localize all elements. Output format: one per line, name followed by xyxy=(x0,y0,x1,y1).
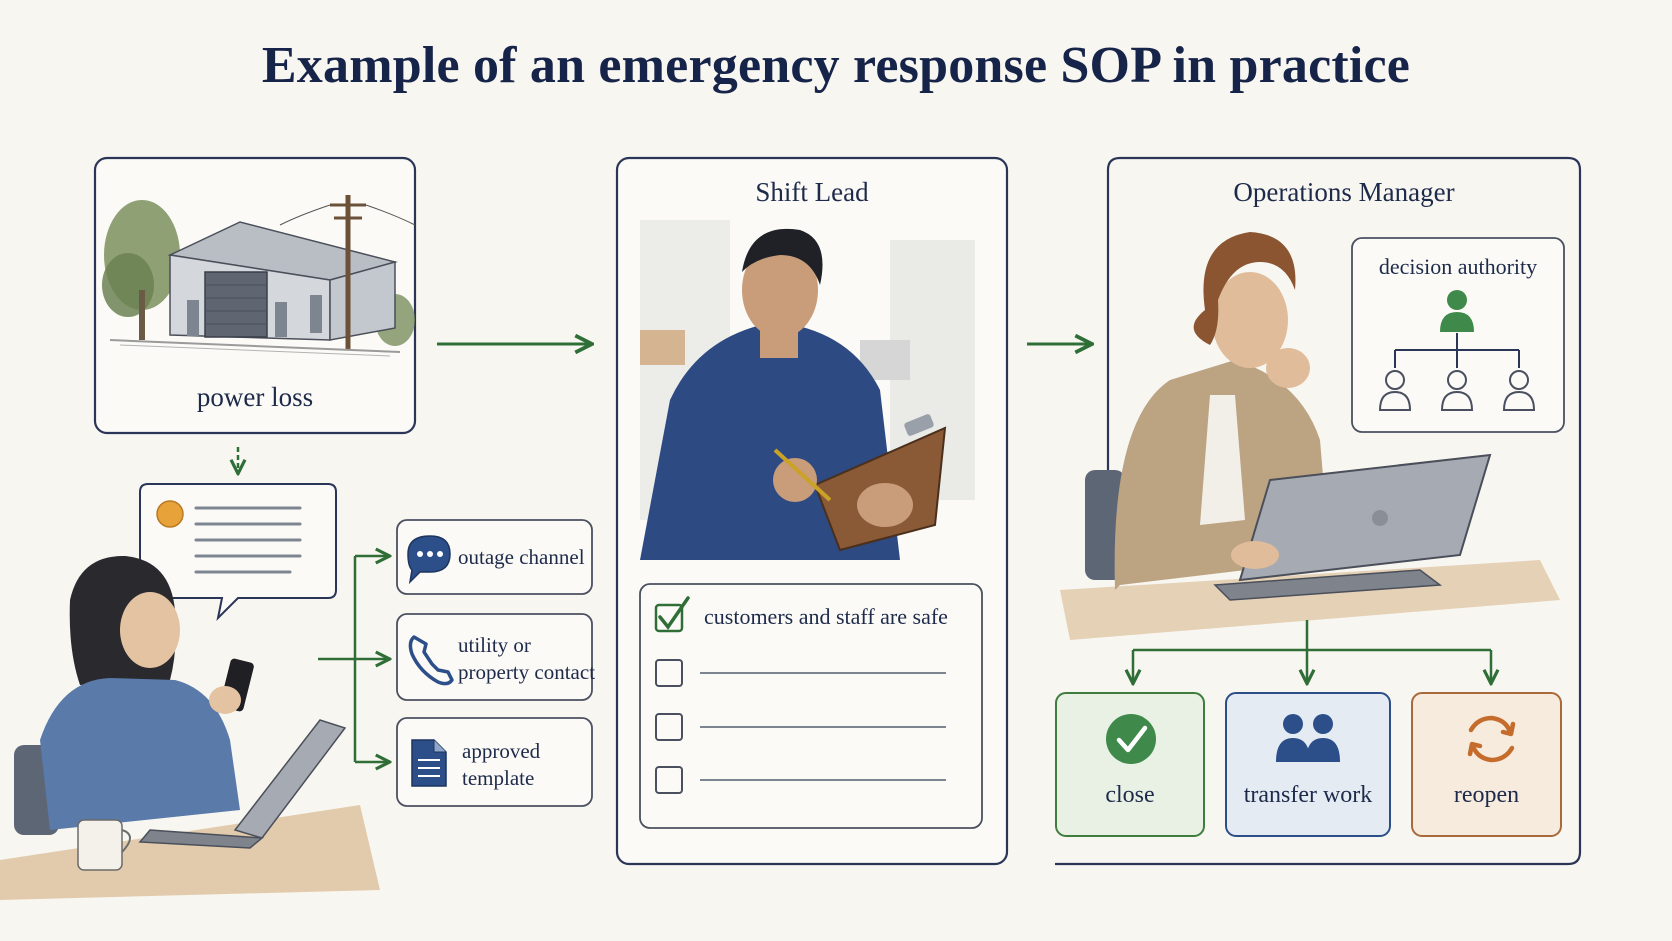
channel-box-outage xyxy=(396,519,593,595)
document-icon xyxy=(411,739,447,787)
checklist-item-text: customers and staff are safe xyxy=(704,604,948,629)
channel-label-contact-line2: property contact xyxy=(458,660,596,684)
phone-icon xyxy=(408,635,454,686)
checklist xyxy=(654,596,946,794)
outcome-label-transfer: transfer work xyxy=(1243,782,1373,808)
responder-illustration xyxy=(0,555,380,900)
checkbox-empty xyxy=(655,659,683,687)
notification-dot-icon xyxy=(156,500,184,528)
outcome-card-close xyxy=(1055,692,1205,837)
shift-lead-title: Shift Lead xyxy=(755,177,869,207)
power-loss-box xyxy=(93,156,417,435)
checkmark-circle-icon xyxy=(1106,714,1156,764)
checkbox-empty xyxy=(655,766,683,794)
page-title: Example of an emergency response SOP in … xyxy=(261,37,1411,94)
checkmark-icon xyxy=(658,596,690,630)
channel-label-template: approved template xyxy=(462,738,540,792)
checklist-card xyxy=(639,583,983,829)
ops-manager-title: Operations Manager xyxy=(1233,177,1455,207)
people-icon xyxy=(1276,714,1340,762)
checkbox-empty xyxy=(655,713,683,741)
outcome-label-reopen: reopen xyxy=(1453,782,1520,808)
channel-label-contact-line1: utility or xyxy=(458,633,531,657)
authority-label: decision authority xyxy=(1378,254,1538,279)
channel-label-template-line1: approved xyxy=(462,739,541,763)
outcome-card-transfer xyxy=(1225,692,1391,837)
checkbox-checked xyxy=(654,603,684,633)
message-bubble xyxy=(139,483,337,622)
chat-bubble-icon xyxy=(407,535,451,585)
outcome-arrows xyxy=(1133,620,1491,682)
outcome-card-reopen xyxy=(1411,692,1562,837)
ops-manager-panel xyxy=(1055,156,1582,866)
channel-label-outage: outage channel xyxy=(458,545,585,569)
org-chart-icon xyxy=(1378,290,1536,411)
channel-box-contact xyxy=(396,613,593,701)
channel-label-template-line2: template xyxy=(462,766,535,790)
outcome-label-close: close xyxy=(1105,782,1155,808)
warehouse-illustration xyxy=(102,195,416,357)
event-label: power loss xyxy=(196,382,314,412)
channel-arrows xyxy=(318,556,388,762)
ops-manager-illustration xyxy=(1060,232,1560,640)
refresh-icon xyxy=(1467,715,1516,763)
channel-label-contact: utility or property contact xyxy=(458,632,595,686)
shift-lead-illustration xyxy=(640,220,975,560)
